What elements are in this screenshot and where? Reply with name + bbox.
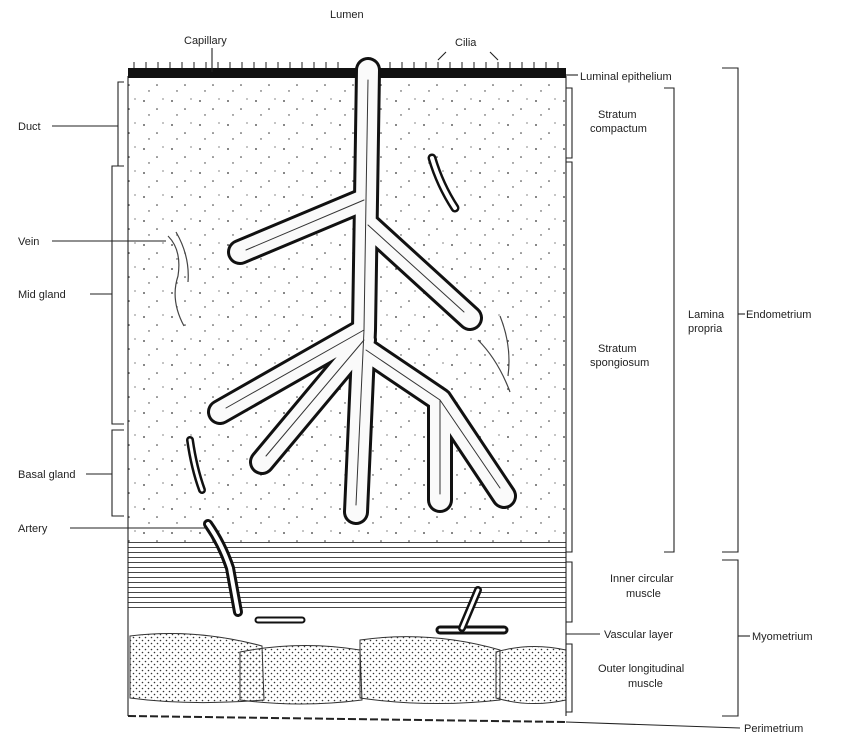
vascular-layer-label: Vascular layer — [604, 629, 673, 641]
vein-label: Vein — [18, 236, 39, 248]
lumen-label: Lumen — [330, 9, 364, 21]
duct-label: Duct — [18, 121, 41, 133]
cilia-label: Cilia — [455, 37, 477, 49]
inner-circular-muscle-label: Inner circular muscle — [610, 573, 677, 600]
endometrium-label: Endometrium — [746, 309, 811, 321]
duct-bracket — [118, 82, 124, 166]
perimetrium-line — [128, 716, 566, 722]
stratum-compactum-label: Stratum compactum — [590, 109, 647, 135]
stratum-spongiosum-label: Stratum spongiosum — [590, 343, 649, 369]
outer-longitudinal-muscle-tissue — [130, 634, 566, 704]
mid-gland-bracket — [112, 166, 124, 424]
myometrium-label: Myometrium — [752, 631, 813, 643]
lamina-propria-label: Lamina propria — [688, 309, 727, 335]
luminal-epithelium — [128, 68, 566, 78]
outer-longitudinal-muscle-label: Outer longitudinal muscle — [598, 663, 687, 690]
stratum-compactum-bracket — [566, 88, 572, 158]
stratum-spongiosum-bracket — [566, 162, 572, 552]
lamina-propria-bracket — [664, 88, 674, 552]
basal-gland-label: Basal gland — [18, 469, 76, 481]
cilia-fringe — [134, 62, 558, 68]
artery-label: Artery — [18, 523, 48, 535]
capillary-label: Capillary — [184, 35, 227, 47]
basal-gland-bracket — [112, 430, 124, 516]
myometrium-bracket — [722, 560, 738, 716]
inner-circular-muscle-tissue — [128, 542, 566, 622]
inner-circular-bracket — [566, 562, 572, 622]
perimetrium-label: Perimetrium — [744, 723, 803, 735]
luminal-epithelium-label: Luminal epithelium — [580, 71, 672, 83]
outer-longitudinal-bracket — [566, 644, 572, 712]
mid-gland-label: Mid gland — [18, 289, 66, 301]
